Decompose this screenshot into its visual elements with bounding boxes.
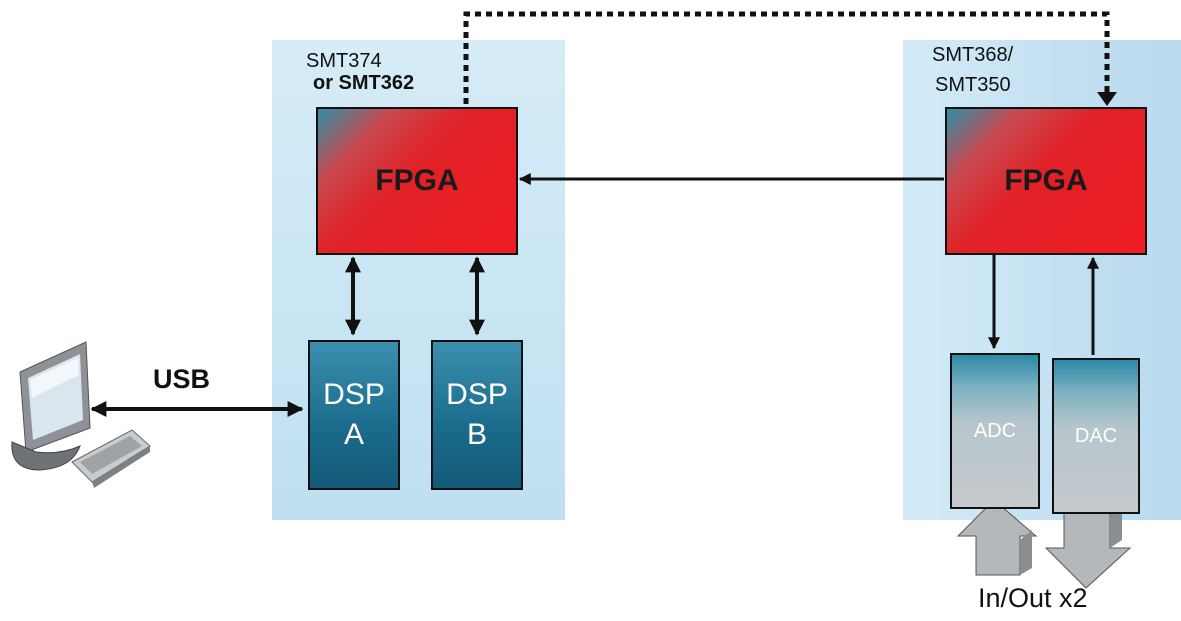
io-label: In/Out x2 bbox=[978, 583, 1088, 613]
dac-label: DAC bbox=[1074, 424, 1118, 447]
left-board-name-line2: or SMT362 bbox=[313, 72, 415, 94]
io-arrows-icon bbox=[956, 499, 1132, 589]
dsp-a-letter: A bbox=[343, 418, 364, 451]
dsp-b-letter: B bbox=[466, 418, 487, 451]
dotted-link-arrow bbox=[463, 11, 1110, 104]
adc-block: ADC bbox=[950, 353, 1040, 509]
dsp-b-block: DSP B bbox=[431, 340, 523, 490]
computer-icon bbox=[11, 341, 151, 488]
dsp-a-title: DSP bbox=[323, 378, 385, 411]
left-board-name-line1: SMT374 bbox=[306, 50, 382, 72]
fpga-right-block: FPGA bbox=[945, 107, 1147, 255]
fpga-left-label: FPGA bbox=[375, 164, 459, 197]
fpga-left-block: FPGA bbox=[316, 107, 518, 255]
dsp-a-block: DSP A bbox=[308, 340, 400, 490]
adc-label: ADC bbox=[973, 419, 1017, 442]
dsp-b-title: DSP bbox=[446, 378, 508, 411]
fpga-right-label: FPGA bbox=[1004, 164, 1088, 197]
right-board-name-line2: SMT350 bbox=[935, 74, 1011, 96]
right-board-name-line1: SMT368/ bbox=[932, 44, 1014, 66]
dac-block: DAC bbox=[1052, 358, 1140, 514]
dotted-link-arrowhead bbox=[1097, 92, 1117, 106]
usb-label: USB bbox=[153, 364, 211, 394]
